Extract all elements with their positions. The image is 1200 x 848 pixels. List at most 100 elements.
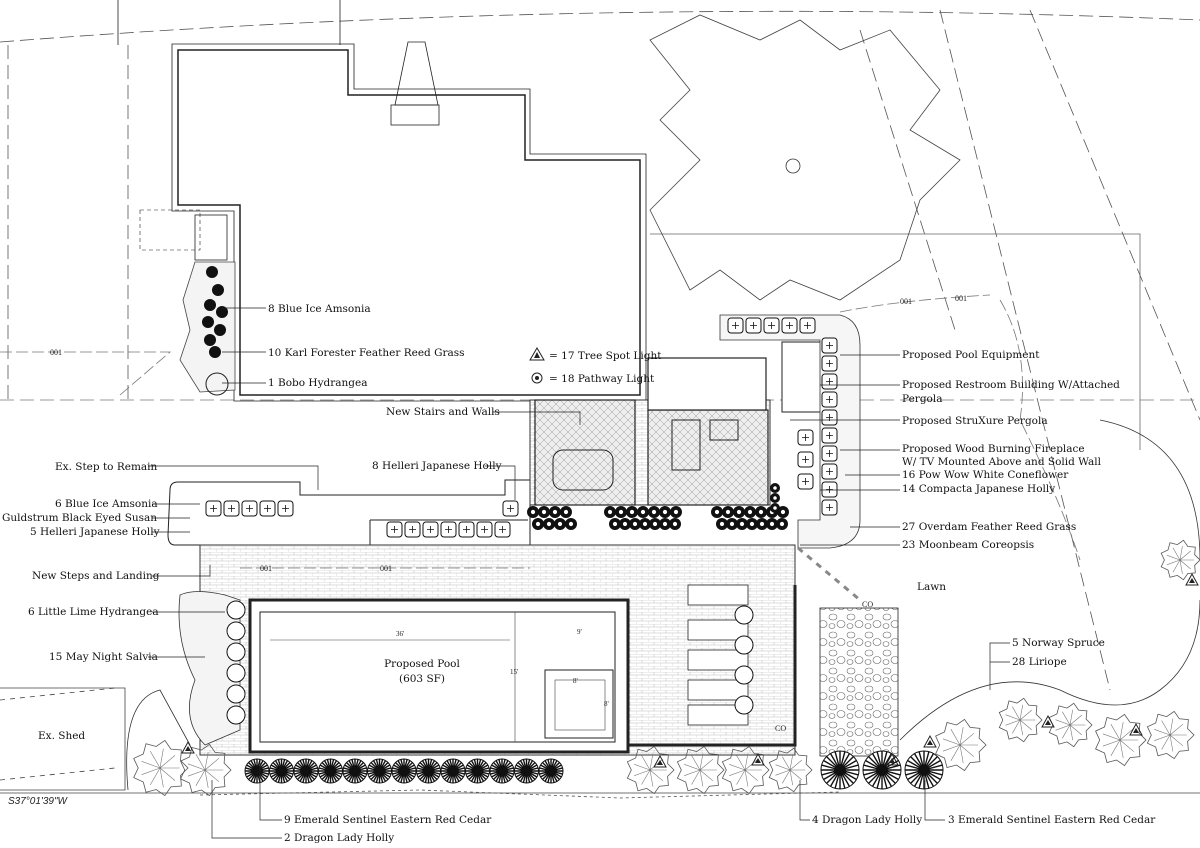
holly-symbol xyxy=(259,500,276,517)
label-helleri-8: 8 Helleri Japanese Holly xyxy=(372,460,502,472)
struxure-pergola xyxy=(534,399,769,506)
cedar-symbol xyxy=(318,758,343,784)
tree-symbol xyxy=(768,747,813,793)
tree-symbol xyxy=(676,745,725,795)
hydrangea-symbol xyxy=(226,705,246,725)
triangle-icon xyxy=(885,752,899,766)
label-blue-ice-amsonia-6: 6 Blue Ice Amsonia xyxy=(55,498,158,510)
tree-symbol xyxy=(133,739,189,797)
holly-symbol xyxy=(440,521,457,538)
restroom-building xyxy=(647,357,767,411)
legend-symbols xyxy=(529,347,545,384)
dining-table xyxy=(552,449,614,491)
label-ex-shed: Ex. Shed xyxy=(38,730,86,742)
little-lime-bed xyxy=(178,591,241,746)
utility-tag: 001 xyxy=(260,564,272,573)
triangle-icon xyxy=(529,347,545,361)
cedar-symbol xyxy=(820,750,860,790)
label-restroom-2: Pergola xyxy=(902,393,943,405)
holly-symbol xyxy=(422,521,439,538)
label-coneflower: 16 Pow Wow White Coneflower xyxy=(902,469,1069,481)
utility-line xyxy=(0,294,1081,569)
terrace-walls xyxy=(167,479,531,546)
label-pool-title: Proposed Pool xyxy=(384,658,460,670)
legend-pathway-light: = 18 Pathway Light xyxy=(549,373,655,385)
holly-symbol xyxy=(727,317,744,334)
holly-symbol xyxy=(763,317,780,334)
chaise-lounges xyxy=(687,584,749,726)
triangle-icon xyxy=(923,734,937,748)
label-blue-ice-amsonia-8: 8 Blue Ice Amsonia xyxy=(268,303,371,315)
holly-symbol xyxy=(223,500,240,517)
cedar-symbol xyxy=(293,758,319,784)
tree-symbol xyxy=(1048,702,1093,748)
tree-symbol xyxy=(721,745,770,795)
holly-symbol xyxy=(821,427,838,444)
hydrangea-symbol xyxy=(226,642,246,662)
hydrangea-circles xyxy=(226,600,754,725)
label-new-steps-landing: New Steps and Landing xyxy=(32,570,160,582)
holly-symbol xyxy=(476,521,493,538)
utility-tag: 001 xyxy=(900,297,912,306)
holly-symbol xyxy=(241,500,258,517)
cedar-symbol xyxy=(489,758,515,784)
cedar-symbol xyxy=(514,758,539,784)
holly-symbol xyxy=(821,409,838,426)
existing-shed xyxy=(0,687,126,791)
tree-symbol xyxy=(180,743,232,797)
holly-symbol xyxy=(404,521,421,538)
tree-symbol xyxy=(626,745,675,795)
tree-symbol xyxy=(935,718,987,772)
label-pool-area: (603 SF) xyxy=(398,673,446,685)
holly-hedge-boxes xyxy=(205,317,838,538)
label-liriope: 28 Liriope xyxy=(1012,656,1067,668)
cedar-symbol xyxy=(416,758,441,784)
triangle-icon xyxy=(653,754,667,768)
cedar-symbol xyxy=(391,758,417,784)
label-dragon-2: 2 Dragon Lady Holly xyxy=(284,832,395,844)
salvia-symbol xyxy=(734,665,754,685)
label-fireplace-1: Proposed Wood Burning Fireplace xyxy=(902,443,1085,455)
holly-symbol xyxy=(821,373,838,390)
triangle-icon-inner xyxy=(534,352,540,358)
label-bobo-hydrangea: 1 Bobo Hydrangea xyxy=(268,377,368,389)
pool-deck-border xyxy=(628,585,797,747)
existing-house xyxy=(117,0,647,402)
label-lawn: Lawn xyxy=(917,581,946,593)
bobo-hydrangea-symbol xyxy=(205,372,229,396)
label-pool-equipment: Proposed Pool Equipment xyxy=(902,349,1040,361)
side-table xyxy=(709,419,739,441)
dim-spa-1: 9' xyxy=(577,628,582,636)
cedar-symbol xyxy=(244,758,270,784)
label-cedar-9: 9 Emerald Sentinel Eastern Red Cedar xyxy=(284,814,492,826)
label-restroom-1: Proposed Restroom Building W/Attached xyxy=(902,379,1120,391)
label-norway-spruce: 5 Norway Spruce xyxy=(1012,637,1105,649)
cedar-symbol xyxy=(367,758,392,784)
stepping-stone-path xyxy=(819,607,899,757)
triangle-icon xyxy=(1041,714,1055,728)
holly-symbol xyxy=(277,500,294,517)
holly-symbol xyxy=(821,481,838,498)
cedar-symbol xyxy=(862,750,902,790)
tree-symbol xyxy=(1160,539,1200,581)
label-ex-step: Ex. Step to Remain xyxy=(55,461,158,473)
label-compacta: 14 Compacta Japanese Holly xyxy=(902,483,1056,495)
existing-tree-canopy xyxy=(649,14,961,301)
triangle-icon xyxy=(181,740,195,754)
holly-symbol xyxy=(821,355,838,372)
feather-reed-grass-clusters xyxy=(527,483,789,530)
holly-symbol xyxy=(821,337,838,354)
label-cedar-3: 3 Emerald Sentinel Eastern Red Cedar xyxy=(948,814,1156,826)
triangle-icon xyxy=(1185,572,1199,586)
spa xyxy=(544,669,614,739)
holly-symbol xyxy=(745,317,762,334)
label-overdam: 27 Overdam Feather Reed Grass xyxy=(902,521,1077,533)
dim-spa-2: 8' xyxy=(573,677,578,685)
hydrangea-symbol xyxy=(226,684,246,704)
label-helleri-5: 5 Helleri Japanese Holly xyxy=(30,526,160,538)
cedar-symbol xyxy=(465,758,490,784)
salvia-symbol xyxy=(734,605,754,625)
label-new-stairs-walls: New Stairs and Walls xyxy=(386,406,500,418)
